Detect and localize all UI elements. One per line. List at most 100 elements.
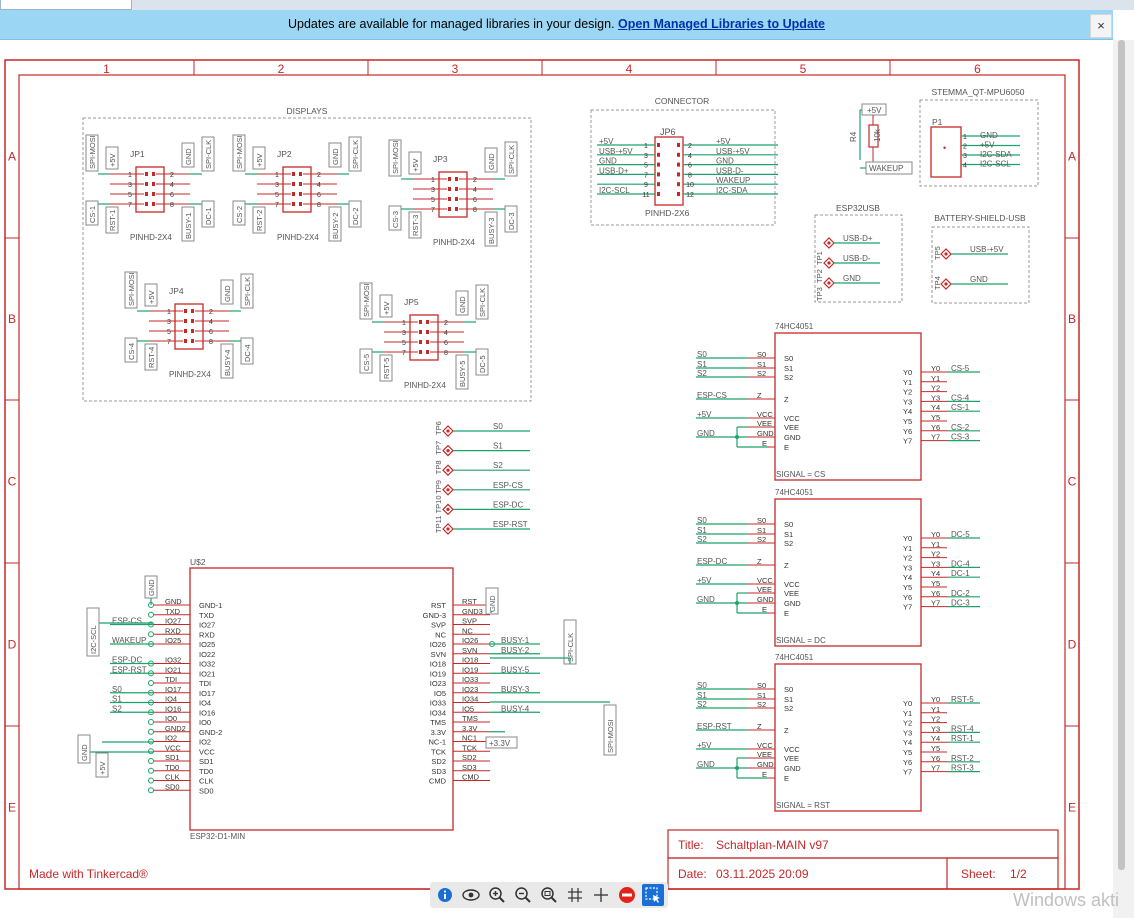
mux-3-input-net: ESP-RST: [697, 722, 732, 731]
sheet-value: 1/2: [1010, 867, 1027, 881]
header-JP3-net-spi-clk-tag: [504, 141, 518, 177]
grid-icon[interactable]: [564, 884, 586, 906]
column-label-5: 5: [800, 62, 807, 76]
header-JP5-net-dc-tag: [475, 348, 489, 376]
displays-group-box: [82, 117, 532, 402]
zoom-out-icon[interactable]: [512, 884, 534, 906]
header-JP5-net-dc: DC-5: [478, 355, 487, 373]
mux-2-output-net: DC-2: [951, 589, 970, 598]
esp32-left-inner-pin: GND-2: [199, 728, 222, 737]
header-JP2-net-cs: CS-2: [235, 206, 244, 223]
mux-1-input-net: GND: [697, 429, 715, 438]
vertical-scrollbar[interactable]: [1113, 40, 1134, 918]
esp32-left-inner-pin: RXD: [199, 630, 215, 639]
header-JP3-net-spi-clk: SPI-CLK: [507, 145, 516, 174]
mux-2-output-pin: Y1: [903, 544, 912, 553]
testpoint-TP6-dot: [446, 429, 450, 433]
banner-close-button[interactable]: ×: [1090, 14, 1112, 38]
zoom-fit-icon[interactable]: [538, 884, 560, 906]
pin-pad: [292, 172, 295, 176]
testpoint-TP11-dot: [446, 527, 450, 531]
testpoint-tp-label: TP9: [434, 480, 443, 494]
mux-1-output-pin: Y4: [903, 407, 912, 416]
mux-2-input-pin: S1: [784, 530, 793, 539]
battery-tp-label: TP5: [933, 246, 942, 260]
esp32-left-nc-marker: [148, 787, 154, 794]
esp32-net-gnd-right: GND: [488, 595, 497, 612]
zoom-in-icon[interactable]: [486, 884, 508, 906]
esp32-net-gnd-right-tag: [485, 587, 499, 615]
pin-number: 8: [444, 350, 448, 357]
header-JP3-net-gnd-tag: [484, 147, 498, 173]
header-JP2-net-gnd-tag: [328, 142, 342, 168]
mux-1-input-pin: S1: [784, 364, 793, 373]
connector-left-net: USB-D+: [599, 166, 629, 175]
esp32-net-gnd-left-tag: [77, 734, 91, 764]
document-tab[interactable]: [0, 0, 132, 10]
header-JP4-net-busy-tag: [220, 343, 234, 379]
header-JP4-net-dc: DC-4: [243, 344, 252, 362]
esp32-right-inner-pin: GND-3: [423, 611, 446, 620]
esp32-right-pin-name: SD3: [462, 763, 477, 772]
esp32usb-net: USB-D-: [843, 254, 871, 263]
header-JP5-net-busy: BUSY-5: [458, 361, 467, 387]
stemma-pin-number: 4: [963, 163, 967, 170]
esp32-ref: U$2: [190, 557, 206, 567]
mux-1-pin-name: GND: [757, 429, 774, 438]
esp32usb-TP1-dot: [827, 241, 831, 245]
testpoint-TP8-dot: [446, 468, 450, 472]
pin-pad: [426, 340, 429, 344]
connector-pin-number: 12: [686, 192, 694, 199]
header-JP1-net-spi-clk: SPI-CLK: [204, 140, 213, 169]
header-JP1-net-spi-mosi-tag: [85, 134, 99, 172]
header-JP1-net-cs-tag: [85, 200, 99, 226]
mux-3-input-pin: E: [784, 774, 789, 783]
mux-2-pin-name: S1: [757, 526, 766, 535]
mux-3-output-pin: Y5: [903, 748, 912, 757]
mux-3-output-pin-name: Y1: [931, 705, 940, 714]
mux-1-output-pin: Y6: [903, 427, 912, 436]
pin-number: 4: [209, 319, 213, 326]
stemma-group-box: [919, 99, 1039, 187]
made-with-label: Made with Tinkercad®: [29, 867, 148, 881]
esp32-left-nc-marker: [148, 777, 154, 784]
pin-pad: [455, 207, 458, 211]
connector-pin-number: 6: [688, 163, 692, 170]
header-JP5-net-cs: CS-5: [362, 354, 371, 371]
mux-1-input-net: S2: [697, 369, 707, 378]
esp32-left-net: ESP-DC: [112, 656, 142, 665]
header-JP1-body: [135, 166, 165, 213]
select-icon[interactable]: [642, 884, 664, 906]
pin-pad: [448, 187, 451, 191]
mux-3-junction: [735, 766, 739, 770]
connector-left-net: +5V: [599, 137, 614, 146]
pin-number: 4: [473, 187, 477, 194]
mux-3-input-pin: VCC: [784, 745, 800, 754]
header-JP5-body: [409, 314, 439, 361]
eye-icon[interactable]: [460, 884, 482, 906]
mux-2-output-pin-name: Y5: [931, 579, 940, 588]
stemma-ref: P1: [932, 117, 943, 127]
mux-3-pin-name: VCC: [757, 741, 773, 750]
mux-3-input-net: +5V: [697, 741, 712, 750]
pin-pad: [292, 202, 295, 206]
pin-pad: [299, 192, 302, 196]
esp32usb-TP3-dot: [827, 281, 831, 285]
testpoint-TP10-dot: [446, 507, 450, 511]
crosshair-icon[interactable]: [590, 884, 612, 906]
mux-1-junction: [735, 435, 739, 439]
testpoint-tp-label: TP10: [434, 495, 443, 513]
mux-3-output-pin-name: Y3: [931, 724, 940, 733]
info-icon[interactable]: [434, 884, 456, 906]
open-managed-libraries-link[interactable]: Open Managed Libraries to Update: [618, 17, 826, 31]
row-label-right-B: B: [1068, 312, 1076, 326]
pin-pad: [455, 177, 458, 181]
mux-2-output-net: DC-4: [951, 559, 970, 568]
scrollbar-thumb[interactable]: [1118, 40, 1125, 870]
mux-2-input-net: S0: [697, 516, 707, 525]
stop-icon[interactable]: [616, 884, 638, 906]
mux-2-input-pin: E: [784, 609, 789, 618]
header-JP5-net-busy-tag: [455, 354, 469, 390]
esp32-left-pin-name: VCC: [165, 743, 181, 752]
